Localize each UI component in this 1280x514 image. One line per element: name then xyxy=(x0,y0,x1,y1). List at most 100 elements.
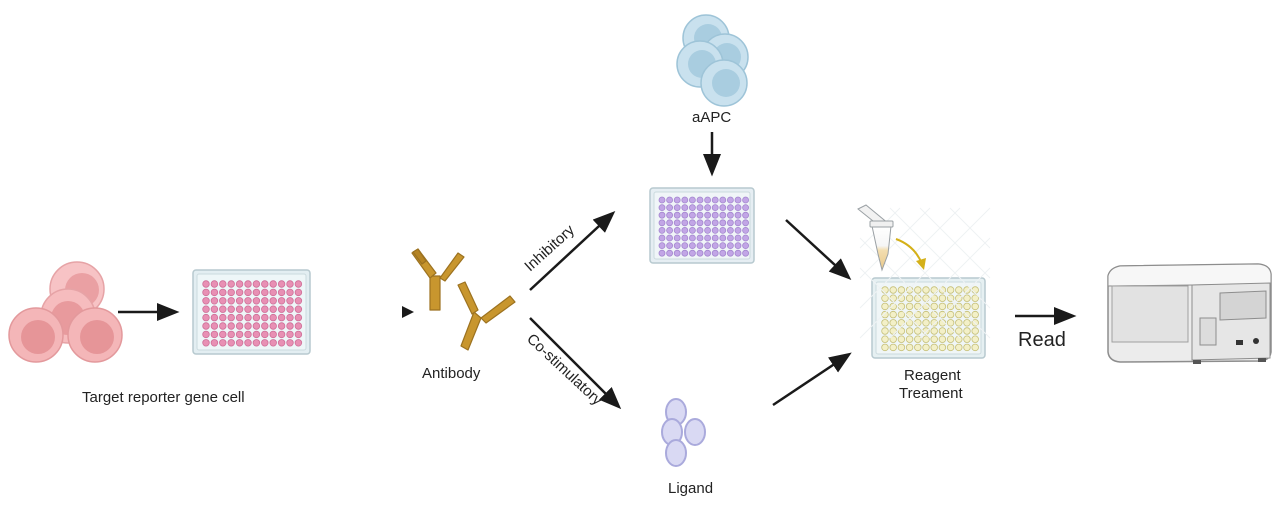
plate-well xyxy=(704,204,711,212)
plate-well xyxy=(930,294,938,302)
plate-well xyxy=(971,294,979,302)
plate-well xyxy=(277,280,286,288)
plate-well xyxy=(905,302,914,311)
plate-well xyxy=(971,302,979,311)
plate-well xyxy=(742,196,749,204)
plate-well xyxy=(696,211,704,219)
plate-well xyxy=(946,310,955,319)
plate-well xyxy=(719,196,727,204)
plate-well xyxy=(252,322,261,330)
plate-well xyxy=(269,305,277,313)
plate-well xyxy=(277,288,286,297)
ligand-label: Ligand xyxy=(668,480,714,497)
plate-well xyxy=(971,335,979,343)
plate-well xyxy=(881,310,889,319)
plate-well xyxy=(711,234,719,242)
plate-well xyxy=(235,322,244,330)
plate-well xyxy=(922,302,930,311)
plate-well xyxy=(930,286,938,294)
costimulatory-label: Co-stimulatory xyxy=(523,330,606,409)
plate-well xyxy=(905,294,914,302)
plate-well xyxy=(696,242,704,250)
plate-well xyxy=(294,280,303,288)
plate-well xyxy=(689,226,696,234)
plate-well xyxy=(681,226,689,234)
arrow-inhibitory xyxy=(529,210,616,291)
plate-well xyxy=(658,204,666,212)
plate-well xyxy=(227,297,235,305)
plate-well xyxy=(689,219,696,227)
plate-well xyxy=(269,339,277,347)
plate-well xyxy=(294,305,303,313)
plate-well xyxy=(219,288,227,297)
plate-well xyxy=(286,330,294,339)
plate-well xyxy=(734,226,742,234)
plate-well xyxy=(252,305,261,313)
plate-well xyxy=(252,330,261,339)
plate-well xyxy=(696,196,704,204)
plate-well xyxy=(210,280,219,288)
plate-well xyxy=(897,310,906,319)
plate-well xyxy=(252,339,261,347)
plate-well xyxy=(930,335,938,343)
plate-well xyxy=(914,286,922,294)
plate-well xyxy=(269,297,277,305)
plate-well xyxy=(963,343,971,352)
plate-well xyxy=(658,242,666,250)
plate-well xyxy=(286,322,294,330)
plate-well xyxy=(286,288,294,297)
plate-well xyxy=(219,313,227,322)
plate-well xyxy=(658,196,666,204)
ligand-illustration xyxy=(661,398,706,467)
plate-well xyxy=(955,286,963,294)
plate-well xyxy=(963,327,971,335)
target-cell-label: Target reporter gene cell xyxy=(82,389,245,406)
plate-well xyxy=(673,211,681,219)
plate-well xyxy=(261,280,269,288)
arrow-plate-to-antibody-head xyxy=(402,306,414,318)
plate-well xyxy=(719,226,727,234)
plate-well xyxy=(202,339,210,347)
plate-well xyxy=(252,280,261,288)
plate-well xyxy=(658,226,666,234)
plate-well xyxy=(914,310,922,319)
plate-well xyxy=(727,211,734,219)
plate-well xyxy=(704,226,711,234)
plate-well xyxy=(889,286,897,294)
plate-well xyxy=(742,226,749,234)
plate-well xyxy=(277,339,286,347)
plate-well xyxy=(666,226,673,234)
plate-well xyxy=(252,297,261,305)
plate-well xyxy=(227,288,235,297)
plate-reader-icon xyxy=(1107,263,1272,364)
plate-well xyxy=(689,242,696,250)
plate-well xyxy=(681,234,689,242)
plate-well xyxy=(734,234,742,242)
plate-well xyxy=(210,322,219,330)
plate-well xyxy=(734,242,742,250)
plate-well xyxy=(719,204,727,212)
plate-well xyxy=(881,335,889,343)
plate-well xyxy=(946,302,955,311)
plate-well xyxy=(727,226,734,234)
plate-well xyxy=(711,242,719,250)
plate-well xyxy=(673,234,681,242)
plate-well xyxy=(689,211,696,219)
inhibitory-label: Inhibitory xyxy=(521,221,578,275)
plate-well xyxy=(914,294,922,302)
well-plate-pink xyxy=(192,269,311,355)
plate-well xyxy=(210,288,219,297)
plate-well xyxy=(286,297,294,305)
plate-well xyxy=(704,196,711,204)
plate-well xyxy=(704,211,711,219)
plate-well xyxy=(261,322,269,330)
plate-well xyxy=(227,305,235,313)
plate-well xyxy=(269,313,277,322)
plate-well xyxy=(727,196,734,204)
reagent-pour-arrow xyxy=(895,238,923,265)
plate-well xyxy=(897,286,906,294)
plate-well xyxy=(294,313,303,322)
plate-well xyxy=(905,319,914,327)
plate-well xyxy=(681,204,689,212)
plate-well xyxy=(202,297,210,305)
